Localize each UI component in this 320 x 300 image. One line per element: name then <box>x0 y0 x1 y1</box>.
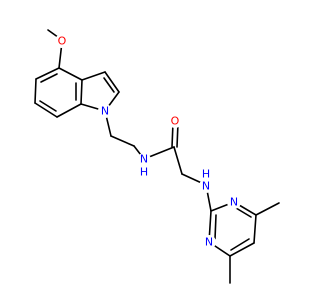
bonds <box>34 29 280 284</box>
nitrogen-label: N <box>205 236 213 249</box>
atom-o-methoxy: O <box>55 34 69 48</box>
bond-c6-c7 <box>34 102 58 118</box>
atom-n-indole: N <box>98 104 112 118</box>
bond-c7a-c3a <box>80 79 83 105</box>
hydrogen-label: H <box>140 166 148 179</box>
bond-c4-c5 <box>35 67 60 80</box>
bond-c4-c5-inner <box>40 73 58 83</box>
bond-n3-c4-inner <box>235 207 252 218</box>
bond-c3a-c4 <box>58 67 83 81</box>
bond-c3-c2 <box>104 71 120 93</box>
bond-c5-c6-inner <box>230 238 250 251</box>
bond-c5-c6 <box>34 78 37 104</box>
bond-c4-c5 <box>253 214 257 244</box>
bond-c6-c7-inner <box>39 100 57 112</box>
oxygen-label: O <box>58 35 67 48</box>
bond-n1-c2-inner <box>214 214 217 240</box>
bond-c7-c7a <box>56 103 82 118</box>
atom-o-carbonyl: O <box>168 114 182 128</box>
bond-c3-c2-inner <box>103 77 115 93</box>
bond-c4-methyl <box>255 202 280 216</box>
bond-c5-c6 <box>229 242 255 257</box>
atom-n-pyrimidine-3: N <box>227 195 241 209</box>
nitrogen-label: N <box>101 105 109 118</box>
atom-n-amine: H N <box>199 168 213 193</box>
bond-c3a-c3 <box>81 71 106 81</box>
nitrogen-label: N <box>230 196 238 209</box>
bond-carbonyl-ch2 <box>173 146 183 175</box>
nitrogen-label: N <box>202 180 210 193</box>
hydrogen-label: H <box>202 168 210 181</box>
atom-labels: O N N H O H N N N <box>55 34 241 249</box>
molecule-structure: O N N H O H N N N <box>34 29 280 284</box>
oxygen-label: O <box>171 115 180 128</box>
structure-canvas: O N N H O H N N N <box>34 29 280 284</box>
bond-ch2-ch2 <box>110 135 135 147</box>
nitrogen-label: N <box>140 153 148 166</box>
atom-n-amide: N H <box>137 153 151 179</box>
atom-n-pyrimidine-1: N <box>202 235 216 249</box>
